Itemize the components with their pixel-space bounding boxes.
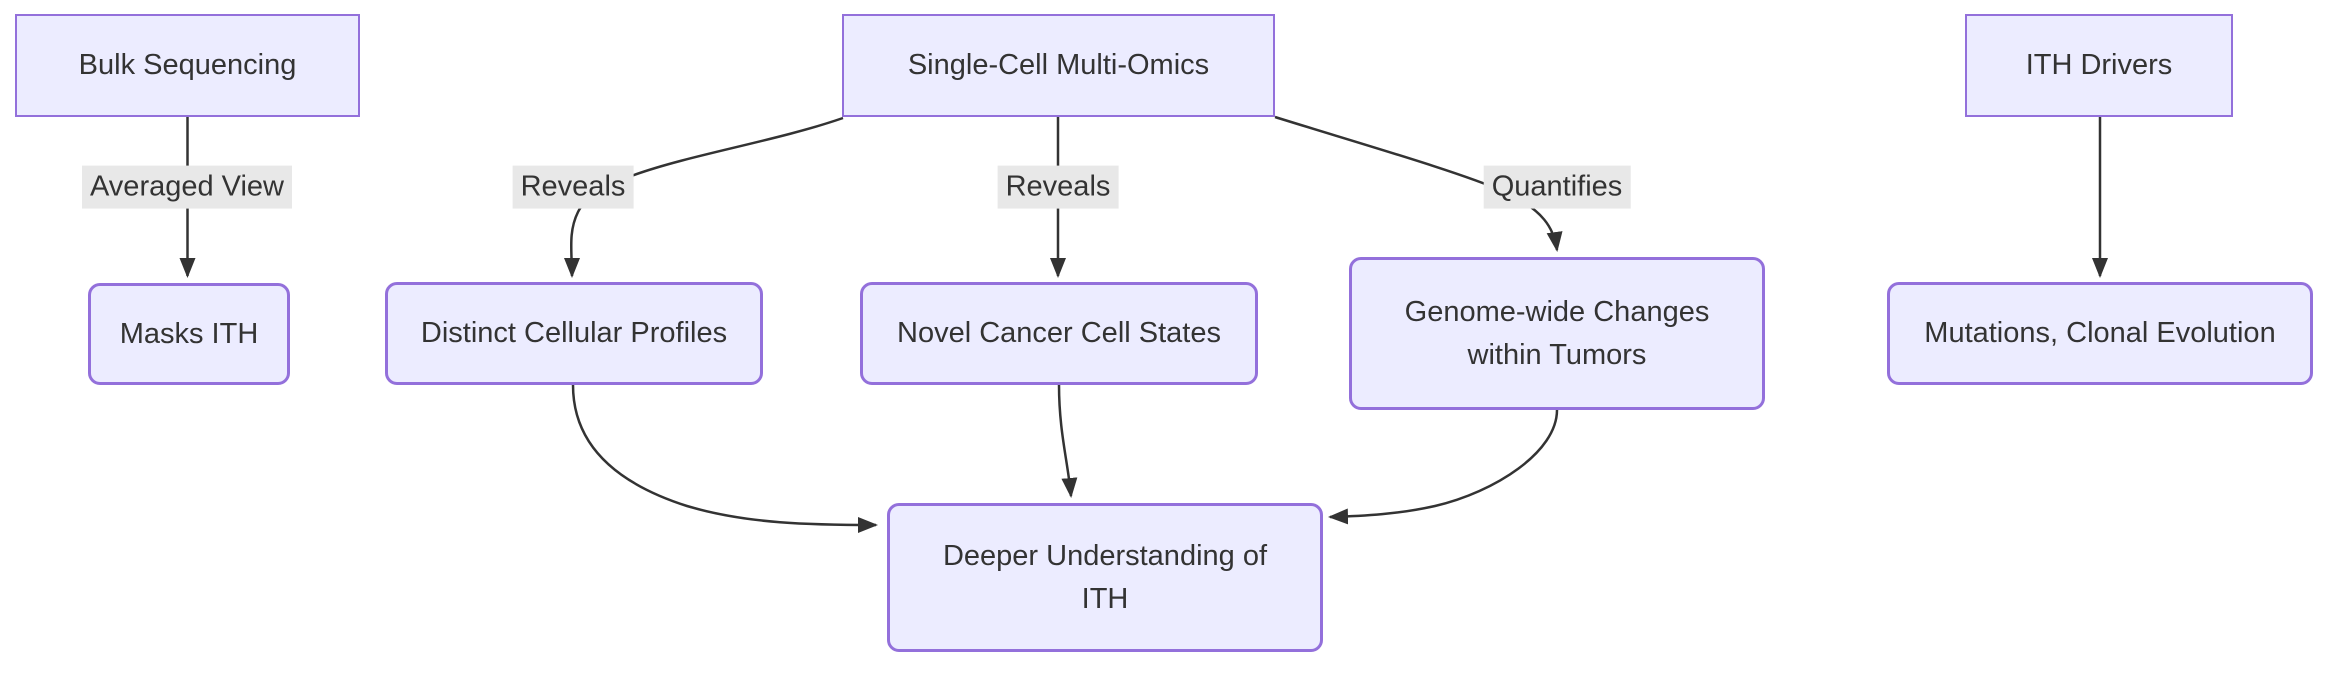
edge-novel-to-deeper: [1057, 384, 1078, 498]
edge-label-averaged-view: Averaged View: [81, 165, 293, 209]
node-label: ITH Drivers: [2025, 49, 2173, 82]
node-label-line1: Genome-wide Changes: [1404, 296, 1710, 329]
node-novel-cancer-cell-states: Novel Cancer Cell States: [860, 282, 1258, 385]
edge-label-reveals-left: Reveals: [512, 165, 634, 209]
node-label: Masks ITH: [119, 317, 259, 350]
node-single-cell-multi-omics: Single-Cell Multi-Omics: [842, 14, 1275, 117]
node-label: Novel Cancer Cell States: [897, 317, 1221, 350]
node-deeper-understanding-of-ith: Deeper Understanding of ITH: [887, 503, 1323, 652]
edge-distinct-to-deeper: [571, 384, 878, 533]
node-mutations-clonal-evolution: Mutations, Clonal Evolution: [1887, 282, 2313, 385]
node-masks-ith: Masks ITH: [88, 283, 290, 385]
node-label: Bulk Sequencing: [78, 49, 297, 82]
edge-genome-to-deeper: [1328, 409, 1559, 525]
node-genome-wide-changes: Genome-wide Changes within Tumors: [1349, 257, 1765, 410]
node-label-line2: within Tumors: [1467, 338, 1647, 371]
edge-label-reveals-center: Reveals: [997, 165, 1119, 209]
node-label: Single-Cell Multi-Omics: [907, 49, 1210, 82]
node-label-line1: Deeper Understanding of: [942, 540, 1268, 573]
node-ith-drivers: ITH Drivers: [1965, 14, 2233, 117]
node-label: Mutations, Clonal Evolution: [1924, 317, 2276, 350]
node-label-line2: ITH: [1081, 582, 1129, 615]
node-distinct-cellular-profiles: Distinct Cellular Profiles: [385, 282, 763, 385]
node-bulk-sequencing: Bulk Sequencing: [15, 14, 360, 117]
edge-label-quantifies: Quantifies: [1483, 165, 1631, 209]
node-label: Distinct Cellular Profiles: [420, 317, 728, 350]
